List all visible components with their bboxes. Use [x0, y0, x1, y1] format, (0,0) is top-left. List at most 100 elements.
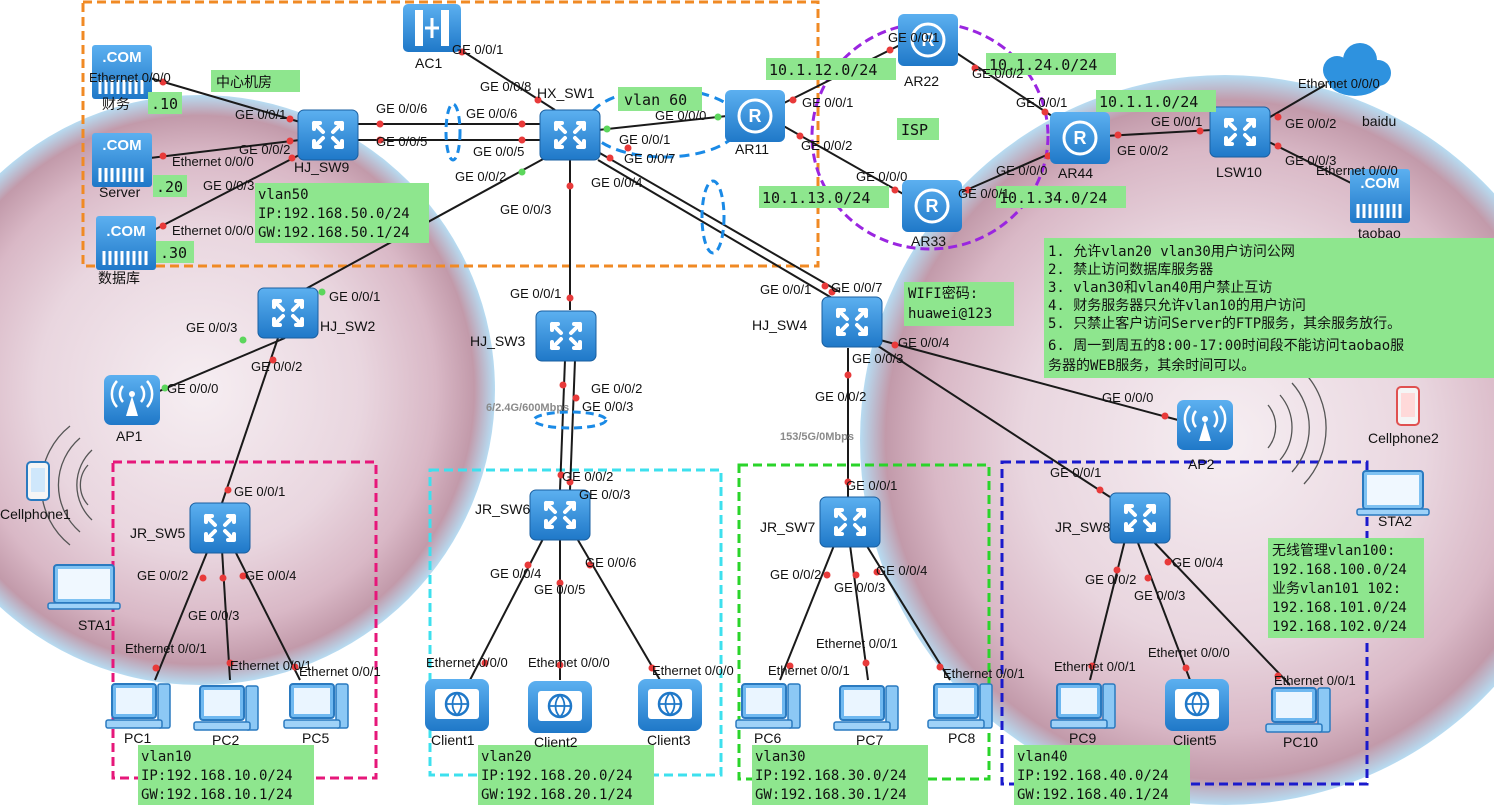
jr-sw8-icon[interactable]	[1108, 491, 1172, 545]
ap2-icon[interactable]	[1175, 398, 1235, 452]
svg-text:.30: .30	[160, 244, 187, 262]
svg-text:GE 0/0/4: GE 0/0/4	[591, 175, 642, 190]
svg-text:Ethernet 0/0/1: Ethernet 0/0/1	[299, 664, 381, 679]
svg-text:AR22: AR22	[904, 73, 939, 89]
svg-text:Server: Server	[99, 184, 141, 200]
jr-sw5-icon[interactable]	[188, 501, 252, 555]
zone-vlan10	[111, 460, 378, 780]
zone-isp	[810, 21, 1050, 251]
svg-text:GE 0/0/2: GE 0/0/2	[1117, 143, 1168, 158]
hj-sw4-icon[interactable]	[820, 295, 884, 349]
svg-text:GE 0/0/1: GE 0/0/1	[329, 289, 380, 304]
svg-text:GE 0/0/0: GE 0/0/0	[167, 381, 218, 396]
svg-text:业务vlan101 102:: 业务vlan101 102:	[1272, 581, 1401, 597]
svg-text:Ethernet 0/0/0: Ethernet 0/0/0	[426, 655, 508, 670]
svg-text:无线管理vlan100:: 无线管理vlan100:	[1272, 543, 1395, 559]
svg-text:1. 允许vlan20 vlan30用户访问公网: 1. 允许vlan20 vlan30用户访问公网	[1048, 243, 1295, 260]
label-boxes	[138, 53, 1494, 805]
hj-sw2-icon[interactable]	[256, 286, 320, 340]
svg-text:GE 0/0/2: GE 0/0/2	[562, 469, 613, 484]
svg-text:GW:192.168.20.1/24: GW:192.168.20.1/24	[481, 787, 633, 803]
svg-text:Ethernet 0/0/0: Ethernet 0/0/0	[89, 70, 171, 85]
svg-text:STA1: STA1	[78, 617, 112, 633]
svg-text:AP1: AP1	[116, 428, 143, 444]
client3-icon[interactable]	[636, 677, 704, 733]
svg-text:10.1.34.0/24: 10.1.34.0/24	[999, 189, 1107, 207]
pc6-icon[interactable]	[735, 683, 801, 729]
ar44-icon[interactable]	[1048, 110, 1112, 166]
client1-icon[interactable]	[423, 677, 491, 733]
svg-text:GE 0/0/6: GE 0/0/6	[585, 555, 636, 570]
svg-text:6. 周一到周五的8:00-17:00时间段不能访问taob: 6. 周一到周五的8:00-17:00时间段不能访问taobao服	[1048, 338, 1404, 354]
svg-text:GE 0/0/3: GE 0/0/3	[582, 399, 633, 414]
hx-sw1-icon[interactable]	[538, 108, 602, 162]
svg-text:PC8: PC8	[948, 730, 975, 746]
cellphone2-icon[interactable]	[1396, 386, 1420, 426]
lsw10-icon[interactable]	[1208, 105, 1272, 159]
svg-text:AR33: AR33	[911, 233, 946, 249]
pc2-icon[interactable]	[193, 685, 259, 731]
svg-text:HJ_SW4: HJ_SW4	[752, 317, 807, 333]
svg-text:PC9: PC9	[1069, 730, 1096, 746]
wifi-waves	[40, 371, 1327, 546]
svg-text:Client1: Client1	[431, 732, 475, 748]
svg-text:PC6: PC6	[754, 730, 781, 746]
client5-icon[interactable]	[1163, 677, 1231, 733]
svg-text:GE 0/0/1: GE 0/0/1	[452, 42, 503, 57]
hj-sw3-icon[interactable]	[534, 309, 598, 363]
svg-text:AC1: AC1	[415, 55, 442, 71]
port-dots	[152, 46, 1282, 680]
svg-text:JR_SW7: JR_SW7	[760, 519, 815, 535]
svg-text:153/5G/0Mbps: 153/5G/0Mbps	[780, 431, 854, 443]
svg-text:Ethernet 0/0/1: Ethernet 0/0/1	[1054, 659, 1136, 674]
svg-text:AR11: AR11	[735, 141, 769, 157]
svg-text:10.1.13.0/24: 10.1.13.0/24	[762, 189, 870, 207]
svg-text:vlan40: vlan40	[1017, 749, 1068, 765]
svg-text:GE 0/0/2: GE 0/0/2	[1285, 116, 1336, 131]
svg-text:GE 0/0/1: GE 0/0/1	[1050, 465, 1101, 480]
svg-text:.10: .10	[151, 95, 178, 113]
pc10-icon[interactable]	[1265, 687, 1331, 733]
center-room-label: 中心机房	[216, 74, 272, 90]
pc1-icon[interactable]	[105, 683, 171, 729]
client2-icon[interactable]	[526, 679, 594, 735]
svg-text:huawei@123: huawei@123	[908, 306, 992, 322]
svg-text:Cellphone1: Cellphone1	[0, 506, 71, 522]
eth-trunk-ring-sw4	[700, 179, 726, 255]
cellphone1-icon[interactable]	[26, 461, 50, 501]
pc5-icon[interactable]	[283, 683, 349, 729]
svg-text:ISP: ISP	[901, 121, 928, 139]
svg-text:baidu: baidu	[1362, 113, 1396, 129]
hj-sw9-icon[interactable]	[296, 108, 360, 162]
svg-text:10.1.12.0/24: 10.1.12.0/24	[769, 61, 877, 79]
svg-text:HJ_SW3: HJ_SW3	[470, 333, 525, 349]
svg-text:GW:192.168.30.1/24: GW:192.168.30.1/24	[755, 787, 907, 803]
svg-text:GE 0/0/6: GE 0/0/6	[376, 101, 427, 116]
svg-text:Client5: Client5	[1173, 732, 1217, 748]
jr-sw7-icon[interactable]	[818, 495, 882, 549]
pc8-icon[interactable]	[927, 683, 993, 729]
svg-text:GE 0/0/1: GE 0/0/1	[619, 132, 670, 147]
svg-text:GE 0/0/2: GE 0/0/2	[1085, 572, 1136, 587]
svg-text:GW:192.168.10.1/24: GW:192.168.10.1/24	[141, 787, 293, 803]
ar11-icon[interactable]	[723, 88, 787, 144]
ar33-icon[interactable]	[900, 178, 964, 234]
svg-text:GW:192.168.50.1/24: GW:192.168.50.1/24	[258, 225, 410, 241]
sta1-icon[interactable]	[47, 564, 121, 610]
eth-trunk-ring-sw9	[444, 102, 462, 162]
svg-text:GE 0/0/1: GE 0/0/1	[235, 107, 286, 122]
pc7-icon[interactable]	[833, 685, 899, 731]
cloud-icon[interactable]	[1323, 43, 1391, 96]
labels: 中心机房 .10 .20 .30 vlan50 IP:192.168.50.0/…	[141, 56, 1407, 803]
svg-text:Cellphone2: Cellphone2	[1368, 430, 1439, 446]
svg-text:HX_SW1: HX_SW1	[537, 85, 595, 101]
ap1-icon[interactable]	[102, 373, 162, 427]
svg-text:GE 0/0/3: GE 0/0/3	[1134, 588, 1185, 603]
ac1-icon[interactable]	[403, 4, 461, 52]
svg-text:PC1: PC1	[124, 730, 151, 746]
sta2-icon[interactable]	[1356, 470, 1430, 516]
svg-text:IP:192.168.10.0/24: IP:192.168.10.0/24	[141, 768, 293, 784]
pc9-icon[interactable]	[1050, 683, 1116, 729]
svg-text:Ethernet 0/0/1: Ethernet 0/0/1	[816, 636, 898, 651]
